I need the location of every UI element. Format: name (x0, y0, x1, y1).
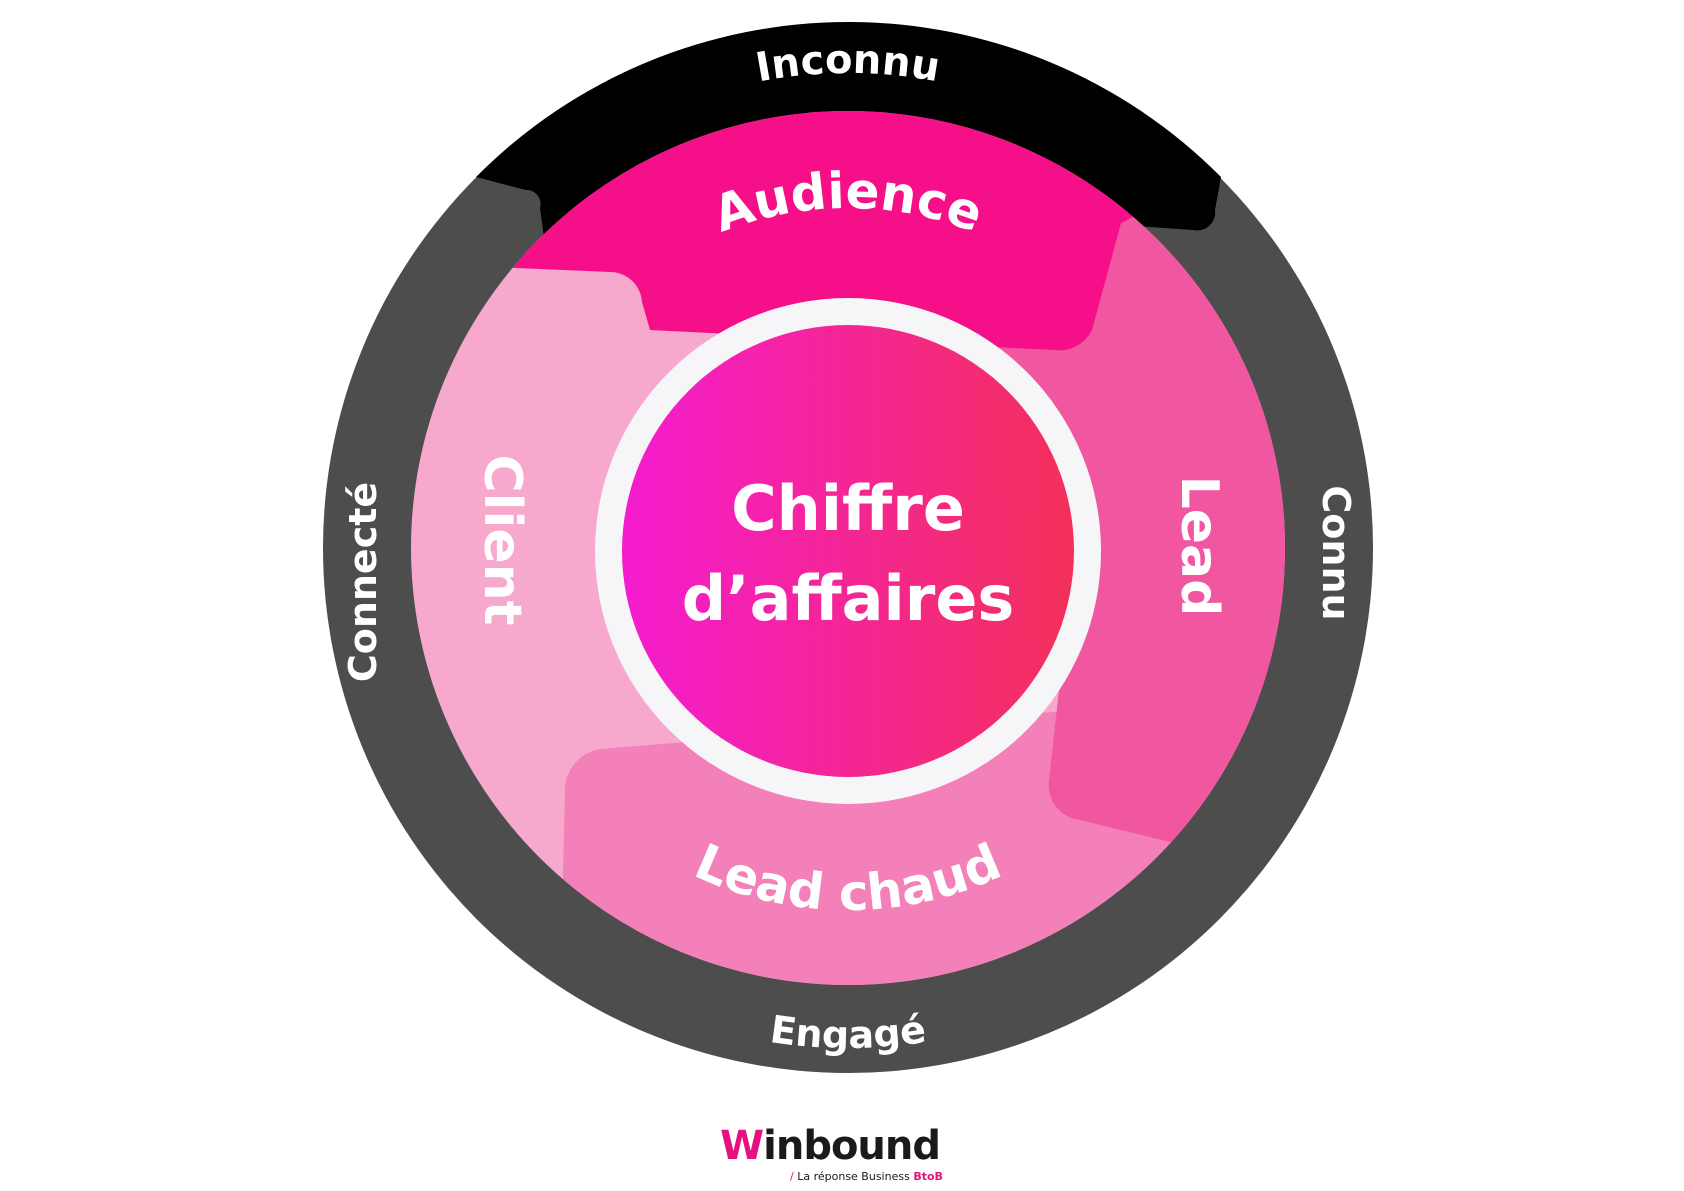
center-label-line1: Chiffre (731, 472, 965, 545)
center-label-line2: d’affaires (682, 562, 1015, 635)
logo-wordmark-w: W (720, 1123, 764, 1169)
svg-text:Engagé: Engagé (768, 1007, 929, 1057)
outer-label-connecte: Connecté (341, 482, 385, 682)
logo-wordmark-rest: inbound (763, 1123, 941, 1169)
logo-tagline-btob: BtoB (913, 1170, 943, 1183)
center-disc (622, 325, 1074, 777)
outer-label-connu: Connu (1314, 485, 1358, 620)
winbound-logo: Winbound / La réponse Business BtoB (720, 1122, 980, 1183)
outer-label-engage: Engagé (768, 1007, 929, 1057)
segment-label-client: Client (472, 455, 532, 626)
logo-tagline: / La réponse Business BtoB (790, 1170, 943, 1183)
segment-label-lead: Lead (1169, 476, 1229, 617)
logo-tagline-slash: / (790, 1170, 794, 1183)
logo-wordmark: Winbound (720, 1122, 941, 1170)
logo-tagline-text: La réponse Business (797, 1170, 910, 1183)
